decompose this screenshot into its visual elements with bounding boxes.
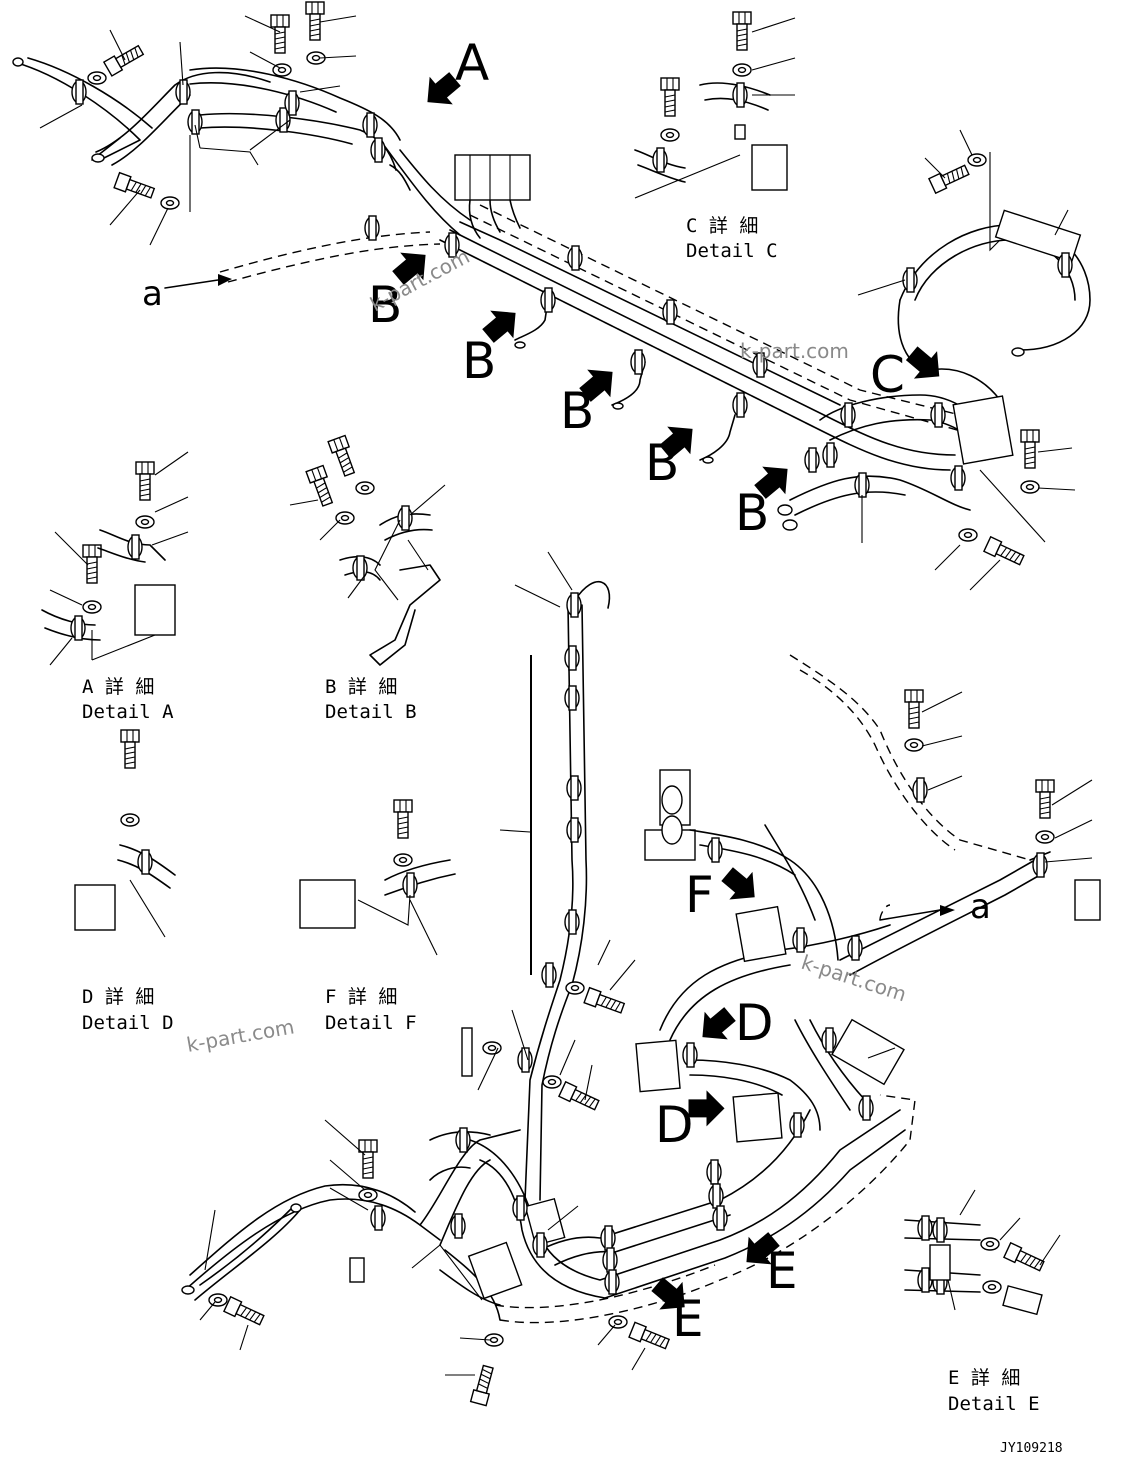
callout-letter-f: F (685, 866, 714, 924)
watermark-4: k-part.com (185, 1014, 296, 1057)
callout-letter-b-4: B (645, 434, 679, 492)
detail-b-view (289, 434, 446, 666)
detail-d-caption-en: Detail D (82, 1012, 174, 1034)
callout-letter-b-3: B (560, 382, 594, 440)
callout-letter-b-5: B (735, 484, 769, 542)
detail-e-view (904, 1189, 1061, 1316)
callout-letter-d-2: D (655, 1096, 694, 1154)
detail-f-view (299, 799, 456, 956)
callout-letter-b-2: B (462, 332, 496, 390)
detail-a-view (41, 451, 189, 666)
callout-labels: A B B B B B C F D D E E a a (142, 34, 991, 1348)
callout-letter-d-1: D (735, 994, 774, 1052)
detail-d-caption-jp: D 詳 細 (82, 986, 154, 1008)
callout-letter-c: C (870, 346, 905, 404)
callout-letter-b-1: B (368, 276, 402, 334)
callout-letter-e-1: E (766, 1242, 798, 1300)
detail-d-view (74, 729, 176, 938)
callout-letter-e-2: E (672, 1290, 704, 1348)
detail-f-caption-en: Detail F (325, 1012, 417, 1034)
detail-e-caption-en: Detail E (948, 1393, 1040, 1415)
watermark-2: k-part.com (740, 339, 849, 363)
detail-c-caption-jp: C 詳 細 (686, 215, 758, 237)
detail-captions: C 詳 細 Detail C A 詳 細 Detail A B 詳 細 Deta… (82, 215, 1040, 1415)
callout-letter-a-main: A (455, 34, 489, 92)
detail-a-caption-en: Detail A (82, 701, 174, 723)
detail-f-caption-jp: F 詳 細 (325, 986, 397, 1008)
callout-letter-a-lower-1: a (142, 274, 163, 314)
detail-a-caption-jp: A 詳 細 (82, 676, 154, 698)
detail-b-caption-en: Detail B (325, 701, 417, 723)
lower-harness-assembly (181, 551, 1101, 1407)
callout-letter-a-lower-2: a (970, 887, 991, 927)
detail-b-caption-jp: B 詳 細 (325, 676, 397, 698)
drawing-code: JY109218 (1000, 1441, 1063, 1456)
detail-c-caption-en: Detail C (686, 240, 778, 262)
top-harness-assembly (12, 1, 1091, 591)
detail-c-view (634, 11, 796, 199)
detail-e-caption-jp: E 詳 細 (948, 1367, 1020, 1389)
